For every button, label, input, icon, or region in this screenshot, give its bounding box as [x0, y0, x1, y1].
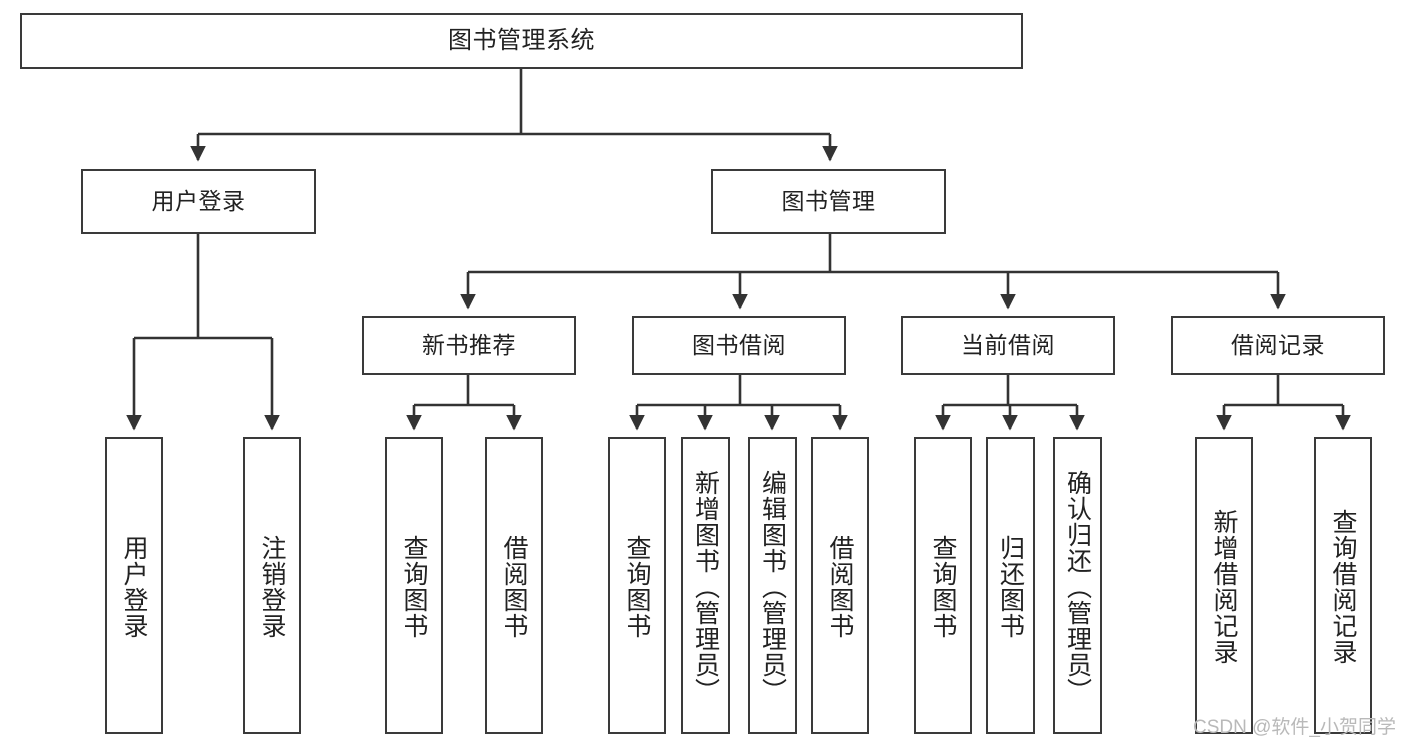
node-book-management[interactable]: 图书管理 — [711, 169, 946, 234]
node-leaf-query-borrow-record[interactable]: 查询借阅记录 — [1314, 437, 1372, 734]
node-label: 图书管理系统 — [448, 26, 595, 54]
node-leaf-query-book-recommend[interactable]: 查询图书 — [385, 437, 443, 734]
node-new-book-recommend[interactable]: 新书推荐 — [362, 316, 576, 375]
node-root-book-management-system[interactable]: 图书管理系统 — [20, 13, 1023, 69]
node-label: 新增借阅记录 — [1210, 508, 1238, 665]
node-label: 查询借阅记录 — [1329, 508, 1357, 665]
node-label: 查询图书 — [400, 534, 428, 639]
node-label: 查询图书 — [929, 534, 957, 639]
node-leaf-query-book-current[interactable]: 查询图书 — [914, 437, 972, 734]
node-leaf-logout-login[interactable]: 注销登录 — [243, 437, 301, 734]
node-leaf-query-book-borrow[interactable]: 查询图书 — [608, 437, 666, 734]
node-label: 用户登录 — [151, 187, 246, 214]
node-borrow-record[interactable]: 借阅记录 — [1171, 316, 1385, 375]
node-user-login[interactable]: 用户登录 — [81, 169, 316, 234]
node-leaf-edit-book[interactable]: 编辑图书（管理员） — [748, 437, 797, 734]
node-leaf-confirm-return[interactable]: 确认归还（管理员） — [1053, 437, 1102, 734]
node-book-borrow[interactable]: 图书借阅 — [632, 316, 846, 375]
node-label: 当前借阅 — [961, 331, 1055, 358]
node-label: 注销登录 — [258, 534, 286, 639]
node-label: 归还图书 — [996, 534, 1025, 639]
csdn-watermark: CSDN @软件_小贺同学 — [1193, 717, 1396, 738]
node-leaf-borrow-book[interactable]: 借阅图书 — [811, 437, 869, 734]
node-label: 新书推荐 — [422, 331, 516, 358]
node-current-borrow[interactable]: 当前借阅 — [901, 316, 1115, 375]
node-leaf-return-book[interactable]: 归还图书 — [986, 437, 1035, 734]
node-label: 图书管理 — [781, 187, 876, 214]
node-leaf-user-login[interactable]: 用户登录 — [105, 437, 163, 734]
node-label: 查询图书 — [623, 534, 651, 639]
node-label: 确认归还（管理员） — [1063, 469, 1092, 704]
node-leaf-add-borrow-record[interactable]: 新增借阅记录 — [1195, 437, 1253, 734]
node-label: 新增图书（管理员） — [691, 469, 720, 704]
node-leaf-add-book[interactable]: 新增图书（管理员） — [681, 437, 730, 734]
node-label: 借阅图书 — [826, 534, 854, 639]
node-label: 借阅记录 — [1231, 331, 1325, 358]
node-label: 编辑图书（管理员） — [758, 469, 787, 704]
node-leaf-borrow-book-recommend[interactable]: 借阅图书 — [485, 437, 543, 734]
node-label: 借阅图书 — [500, 534, 528, 639]
node-label: 图书借阅 — [692, 331, 786, 358]
node-label: 用户登录 — [120, 534, 148, 639]
